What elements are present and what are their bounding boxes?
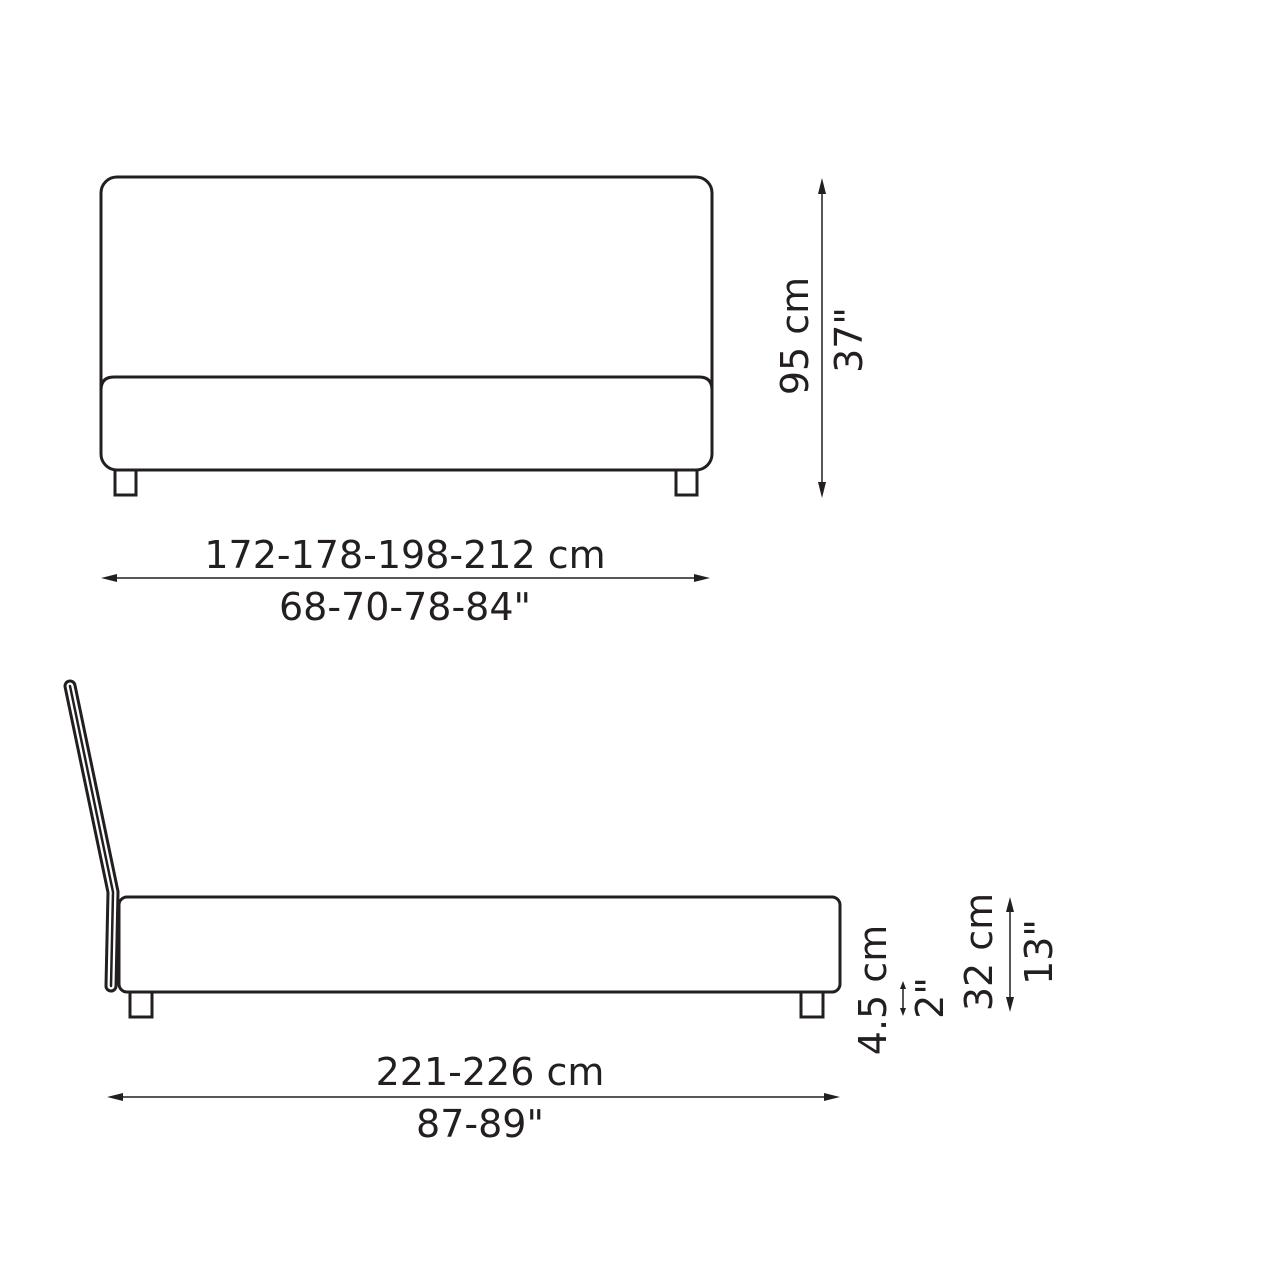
leg-in-label: 2" bbox=[908, 977, 952, 1019]
front-view: 95 cm 37" 172-178-198-212 cm 68-70-78-84… bbox=[99, 175, 871, 629]
base-height-dimension-arrow bbox=[1006, 897, 1014, 1012]
leg-left bbox=[113, 468, 138, 497]
width-in-label: 68-70-78-84" bbox=[279, 585, 531, 629]
leg-dimension-arrow bbox=[900, 981, 906, 1016]
leg-cm-label: 4.5 cm bbox=[851, 925, 895, 1055]
width-cm-label: 172-178-198-212 cm bbox=[204, 533, 605, 577]
leg-right bbox=[674, 468, 699, 497]
base-height-in-label: 13" bbox=[1017, 919, 1061, 985]
length-dimension-arrow bbox=[107, 1093, 840, 1101]
length-cm-label: 221-226 cm bbox=[376, 1050, 605, 1094]
headboard-side bbox=[63, 679, 120, 993]
length-in-label: 87-89" bbox=[416, 1102, 544, 1146]
height-in-label: 37" bbox=[827, 307, 871, 373]
base-outline bbox=[117, 895, 842, 994]
height-dimension-arrow bbox=[818, 178, 826, 498]
height-cm-label: 95 cm bbox=[773, 277, 817, 395]
side-view: 221-226 cm 87-89" 4.5 cm 2" 32 cm 13" bbox=[63, 679, 1061, 1146]
width-dimension-arrow bbox=[101, 574, 710, 582]
leg-right bbox=[799, 990, 825, 1019]
leg-left bbox=[128, 990, 154, 1019]
base-top-line bbox=[99, 375, 714, 391]
base-height-cm-label: 32 cm bbox=[957, 893, 1001, 1011]
headboard-outline bbox=[99, 175, 714, 472]
